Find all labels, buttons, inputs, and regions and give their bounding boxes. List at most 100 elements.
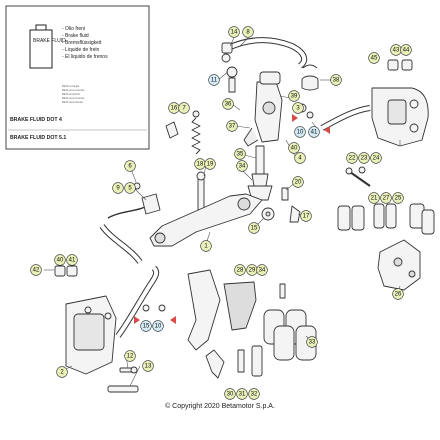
- callout-number: 29: [249, 267, 256, 273]
- callout-number: 9: [116, 185, 120, 191]
- recommend-de: BETA empfiehlt: [62, 92, 80, 96]
- callout-number: 7: [182, 105, 186, 111]
- recommend-en: BETA recommends: [62, 88, 85, 92]
- pad-retaining-kit: [205, 345, 263, 379]
- callout-number: 31: [239, 391, 246, 397]
- callout-c42: 42: [30, 264, 42, 276]
- callout-c44: 44: [400, 44, 412, 56]
- callout-number: 40: [57, 257, 64, 263]
- brake-fluid-can-icon: BRAKE FLUID: [29, 24, 66, 69]
- callout-c45: 45: [368, 52, 380, 64]
- dot51-label: BRAKE FLUID DOT 5.1: [10, 135, 66, 141]
- callout-number: 44: [403, 47, 410, 53]
- caliper-pins: [337, 203, 435, 235]
- pad-shims: [263, 309, 317, 361]
- callout-c24: 24: [370, 152, 382, 164]
- callout-number: 36: [225, 101, 232, 107]
- callout-number: 26: [395, 291, 402, 297]
- callout-number: 17: [303, 213, 310, 219]
- callout-c40b: 40: [54, 254, 66, 266]
- callout-c26: 26: [392, 288, 404, 300]
- callout-c3: 3: [292, 102, 304, 114]
- return-spring: [191, 110, 201, 155]
- callout-c28: 28: [234, 264, 246, 276]
- master-cylinder: [243, 71, 283, 147]
- torque-markers: [142, 304, 166, 312]
- callout-c1: 1: [200, 240, 212, 252]
- callout-c10b: 10: [152, 320, 164, 332]
- brake-pedal: [149, 193, 263, 247]
- caliper-mount-bolts: [107, 366, 139, 393]
- fluid-name-fr: - Liquide de frein: [62, 47, 99, 53]
- pivot-bushings: [261, 187, 289, 221]
- rear-caliper-right: [371, 87, 429, 147]
- callout-number: 19: [207, 161, 214, 167]
- callout-number: 34: [259, 267, 266, 273]
- red-arrow-icon: [134, 316, 140, 324]
- can-label: BRAKE FLUID: [33, 38, 66, 44]
- callout-c35: 35: [234, 148, 246, 160]
- callout-number: 20: [295, 179, 302, 185]
- callout-number: 39: [291, 93, 298, 99]
- brake-pad-set: [187, 269, 286, 351]
- callout-number: 15: [143, 323, 150, 329]
- callout-c30: 30: [224, 388, 236, 400]
- fluid-name-en: - Brake fluid: [62, 33, 89, 39]
- callout-number: 35: [237, 151, 244, 157]
- callout-c29: 29: [246, 264, 258, 276]
- seal-ring: [306, 111, 314, 119]
- callout-c32: 32: [248, 388, 260, 400]
- banjo-bolt: [226, 66, 238, 93]
- reservoir-cap: [301, 64, 319, 91]
- callout-number: 5: [128, 185, 132, 191]
- callout-number: 10: [297, 129, 304, 135]
- callout-c21: 21: [368, 192, 380, 204]
- callout-c33: 33: [306, 336, 318, 348]
- callout-c27: 27: [380, 192, 392, 204]
- callout-c15b: 15: [140, 320, 152, 332]
- callout-c4: 4: [294, 152, 306, 164]
- callout-c9: 9: [112, 182, 124, 194]
- upper-brake-hose: [221, 37, 308, 69]
- callout-c10a: 10: [294, 126, 306, 138]
- callout-number: 18: [197, 161, 204, 167]
- callout-number: 30: [227, 391, 234, 397]
- callout-c34b: 34: [256, 264, 268, 276]
- red-arrow-icon: [324, 126, 330, 134]
- callout-c25: 25: [392, 192, 404, 204]
- callout-c41b: 41: [66, 254, 78, 266]
- callout-number: 23: [361, 155, 368, 161]
- rear-caliper-left: [65, 295, 117, 375]
- callout-c19: 19: [204, 158, 216, 170]
- callout-c34: 34: [236, 160, 248, 172]
- callout-number: 22: [349, 155, 356, 161]
- recommend-it: BETA consiglia: [62, 84, 80, 88]
- callout-number: 1: [204, 243, 208, 249]
- bleed-screw-set: [387, 59, 413, 71]
- callout-number: 45: [371, 55, 378, 61]
- callout-number: 41: [311, 129, 318, 135]
- callout-number: 28: [237, 267, 244, 273]
- callout-number: 41: [69, 257, 76, 263]
- part-17: [289, 205, 301, 223]
- fluid-name-de: - Bremsflüssigkeit: [62, 40, 102, 46]
- callout-number: 24: [373, 155, 380, 161]
- callout-c6: 6: [124, 160, 136, 172]
- callout-number: 6: [128, 163, 132, 169]
- callout-c16: 16: [168, 102, 180, 114]
- callout-c31: 31: [236, 388, 248, 400]
- copyright-notice: © Copyright 2020 Betamotor S.p.A.: [165, 403, 275, 410]
- pivot-bolt: [196, 171, 206, 211]
- callout-number: 42: [33, 267, 40, 273]
- callout-number: 21: [371, 195, 378, 201]
- callout-number: 34: [239, 163, 246, 169]
- callout-c2: 2: [56, 366, 68, 378]
- fluid-name-list: - Olio freni - Brake fluid - Bremsflüssi…: [62, 26, 108, 60]
- callout-number: 15: [251, 225, 258, 231]
- callout-number: 4: [298, 155, 302, 161]
- recommend-fr: BETA recommande: [62, 96, 85, 100]
- callout-number: 3: [296, 105, 300, 111]
- callout-number: 14: [231, 29, 238, 35]
- callout-c20: 20: [292, 176, 304, 188]
